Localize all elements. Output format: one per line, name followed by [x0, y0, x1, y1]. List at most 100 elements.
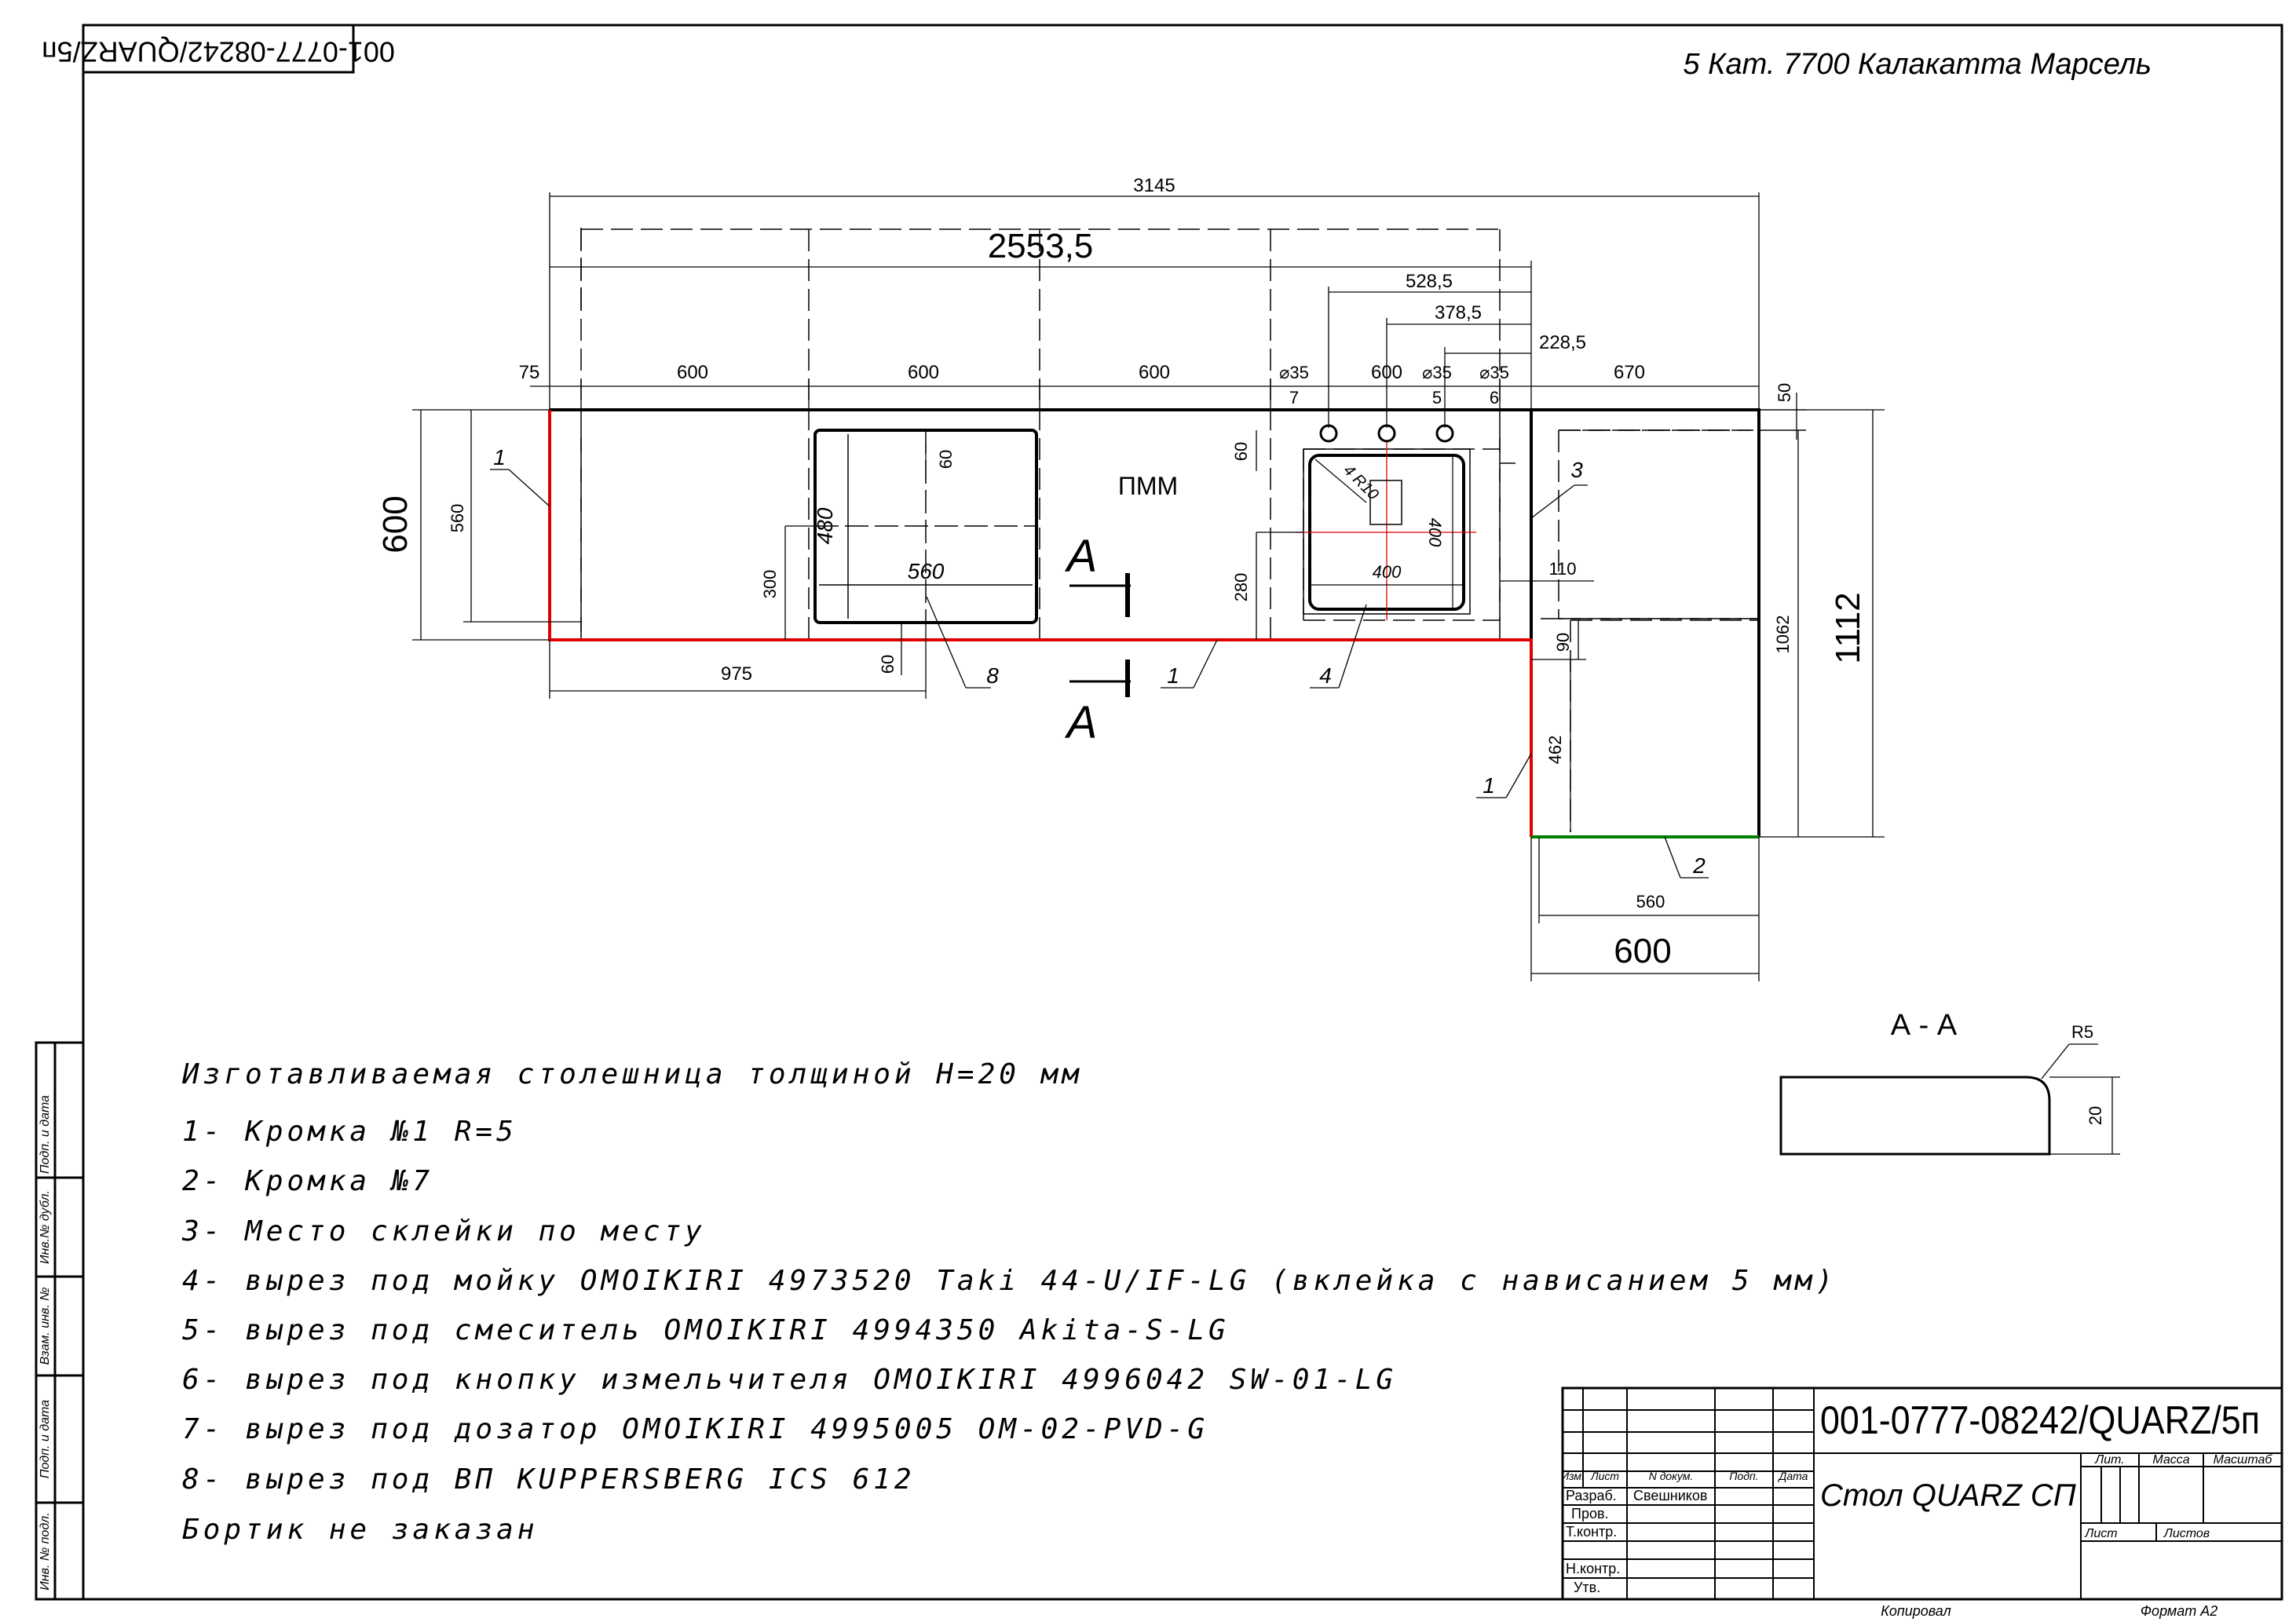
hob-width: 560 — [908, 559, 945, 583]
note-no-backsplash: Бортик не заказан — [182, 1514, 538, 1546]
dim-60-hob-top: 60 — [936, 450, 956, 469]
row-utv: Утв. — [1574, 1580, 1600, 1595]
sink-cutout: 4 R10 400 400 — [1296, 424, 1476, 620]
callout-1-c: 1 — [1483, 773, 1495, 798]
hob-cutout: 480 560 60 — [813, 429, 1038, 624]
dim-depth-600: 600 — [376, 495, 415, 553]
dim-975: 975 — [721, 663, 752, 685]
col-podp: Подп. — [1729, 1470, 1758, 1482]
sink-radius: 4 R10 — [1340, 462, 1381, 503]
callout-8: 8 — [986, 663, 999, 688]
callout-4: 4 — [1319, 663, 1332, 688]
side-vzam: Взам. инв. № — [38, 1288, 52, 1365]
dim-1062: 1062 — [1773, 616, 1793, 654]
dim-600-c: 600 — [1139, 362, 1170, 383]
col-lit: Лит. — [2094, 1453, 2124, 1467]
section-title: А - А — [1891, 1009, 1958, 1042]
sheet-frame — [82, 24, 2283, 1601]
section-mark: A A — [1065, 531, 1131, 748]
col-list: Лист — [1590, 1470, 1619, 1482]
col-izm: Изм. — [1561, 1470, 1585, 1482]
dim-110: 110 — [1548, 559, 1576, 579]
section-mark-top: A — [1065, 531, 1098, 582]
col-date: Дата — [1778, 1470, 1808, 1482]
row-nkontr: Н.контр. — [1566, 1561, 1620, 1576]
side-strip: Подп. и дата Инв.№ дубл. Взам. инв. № По… — [35, 1041, 85, 1601]
edge-1-red — [548, 410, 1533, 837]
mirrored-doc-number-box: 001-0777-08242/QUARZ/5п — [42, 24, 395, 74]
dim-depth-560: 560 — [448, 504, 467, 533]
developer-name: Свешников — [1633, 1488, 1707, 1503]
note-5: 5- вырез под смеситель OMOIKIRI 4994350 … — [182, 1314, 1230, 1346]
dim-600-a: 600 — [677, 362, 708, 383]
side-inv-dubl: Инв.№ дубл. — [38, 1190, 52, 1264]
hole-6: 6 — [1490, 388, 1499, 407]
row-prov: Пров. — [1571, 1506, 1609, 1522]
note-6: 6- вырез под кнопку измельчителя OMOIKIR… — [182, 1364, 1397, 1396]
section-radius: R5 — [2071, 1022, 2093, 1042]
mirrored-doc-number: 001-0777-08242/QUARZ/5п — [42, 35, 395, 68]
sink-width: 400 — [1373, 562, 1402, 582]
row-tkontr: Т.контр. — [1566, 1524, 1617, 1540]
dim-462: 462 — [1545, 736, 1565, 765]
dim-75: 75 — [519, 362, 540, 383]
copied-label: Копировал — [1881, 1603, 1951, 1619]
dim-378-5: 378,5 — [1435, 302, 1482, 323]
note-thickness: Изготавливаемая столешница толщиной H=20… — [181, 1058, 1083, 1090]
dim-600-bottom: 600 — [1614, 932, 1671, 970]
callout-3: 3 — [1570, 458, 1583, 482]
note-3: 3- Место склейки по месту — [181, 1215, 706, 1248]
note-1: 1- Кромка №1 R=5 — [182, 1116, 517, 1148]
sink-height: 400 — [1425, 518, 1445, 547]
note-4: 4- вырез под мойку OMOIKIRI 4973520 Taki… — [182, 1265, 1837, 1297]
dim-300: 300 — [760, 570, 780, 599]
format-label: Формат А2 — [2141, 1603, 2218, 1619]
dim-hole-b: ⌀35 — [1422, 363, 1452, 382]
title-name: Стол QUARZ СП — [1820, 1478, 2077, 1513]
dim-3145: 3145 — [1133, 175, 1175, 196]
dim-hole-a: ⌀35 — [1279, 363, 1309, 382]
dim-228-5: 228,5 — [1539, 332, 1586, 353]
dim-hole-c: ⌀35 — [1479, 363, 1509, 382]
countertop-plan: 480 560 60 4 R10 400 400 ПММ — [548, 228, 1760, 838]
hole-5: 5 — [1432, 388, 1442, 407]
col-sheets: Листов — [2163, 1527, 2210, 1540]
dim-90: 90 — [1553, 633, 1573, 652]
section-thickness: 20 — [2086, 1106, 2105, 1125]
cabinet-outlines — [580, 228, 1760, 832]
dim-1112: 1112 — [1829, 592, 1867, 663]
section-a-a: А - А R5 20 — [1779, 1009, 2120, 1156]
callout-1-b: 1 — [1167, 663, 1179, 688]
dim-280: 280 — [1231, 573, 1251, 602]
section-mark-bottom: A — [1065, 697, 1098, 748]
row-razrab: Разраб. — [1566, 1488, 1617, 1503]
dimension-lines — [412, 192, 1885, 981]
note-7: 7- вырез под дозатор OMOIKIRI 4995005 OM… — [182, 1413, 1208, 1445]
dimension-labels: 3145 2553,5 528,5 378,5 228,5 75 600 600… — [376, 175, 1867, 970]
dim-2553-5: 2553,5 — [988, 227, 1094, 265]
callout-2: 2 — [1692, 853, 1706, 878]
col-sheet: Лист — [2084, 1527, 2117, 1540]
hob-height: 480 — [813, 507, 837, 544]
dishwasher-label: ПММ — [1118, 472, 1178, 500]
dim-600-b: 600 — [908, 362, 939, 383]
side-inv-podl: Инв. № подл. — [38, 1512, 52, 1590]
section-profile — [1779, 1076, 2051, 1156]
dim-60-sink-top: 60 — [1231, 442, 1251, 461]
callouts: 1 8 1 4 3 1 2 — [490, 445, 1709, 879]
col-massa: Масса — [2152, 1453, 2189, 1467]
side-podp-2: Подп. и дата — [38, 1400, 52, 1478]
material-header: 5 Кат. 7700 Калакатта Марсель — [1683, 48, 2152, 81]
dim-670: 670 — [1614, 362, 1645, 383]
title-doc-number: 001-0777-08242/QUARZ/5п — [1820, 1398, 2260, 1442]
title-block: 001-0777-08242/QUARZ/5п Стол QUARZ СП Из… — [1561, 1386, 2283, 1619]
dim-60-hob-bottom: 60 — [878, 655, 898, 674]
hole-7: 7 — [1289, 388, 1299, 407]
dim-528-5: 528,5 — [1406, 271, 1453, 292]
note-8: 8- вырез под ВП KUPPERSBERG ICS 612 — [182, 1463, 916, 1496]
note-2: 2- Кромка №7 — [182, 1165, 433, 1197]
dim-600-d: 600 — [1371, 362, 1402, 383]
side-podp-1: Подп. и дата — [38, 1095, 52, 1174]
dim-560-bottom: 560 — [1636, 892, 1665, 911]
